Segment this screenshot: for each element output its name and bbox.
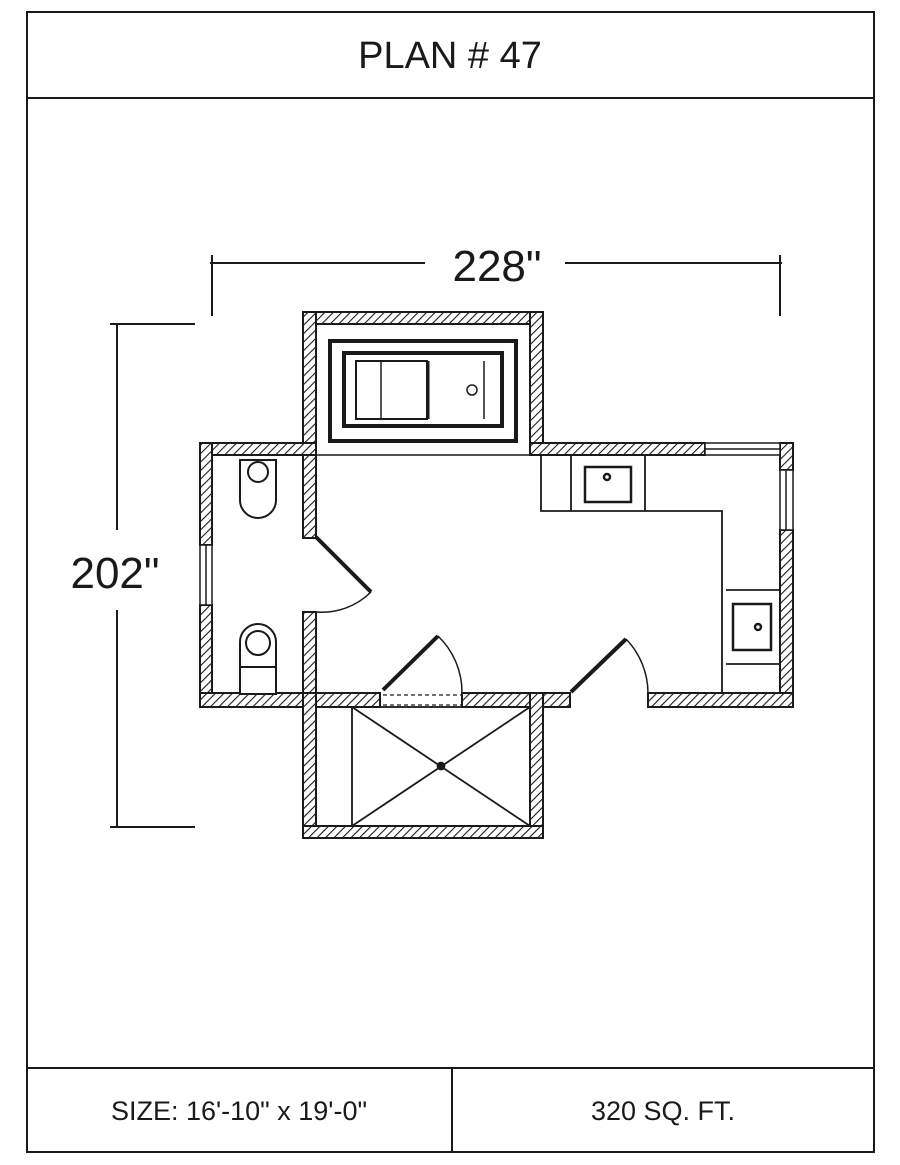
width-dimension [210,255,782,316]
shower [351,706,531,827]
plan-title: PLAN # 47 [358,35,542,77]
sheet-frame [26,11,875,1153]
doors [314,535,649,706]
toilet-top [239,459,277,519]
drain-icon [466,384,478,396]
vanity-right [726,589,780,665]
vanity-top [540,456,723,693]
plan-size: SIZE: 16'-10" x 19'-0" [111,1096,367,1126]
width-label: 228" [452,242,541,291]
height-dimension [110,323,195,828]
toilet-bottom [239,623,277,695]
windows [199,442,794,606]
shower-drain-icon [436,761,446,771]
height-label: 202" [70,549,159,598]
plan-area: 320 SQ. FT. [591,1096,735,1126]
walls [199,311,794,839]
bathtub [316,339,530,456]
